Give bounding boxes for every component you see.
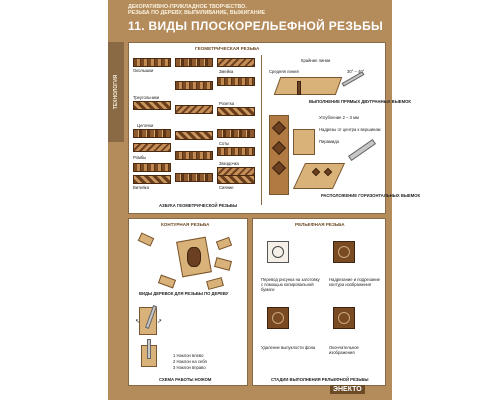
publisher-logo: ЭНЕКТО	[330, 385, 365, 394]
wood-board	[273, 77, 343, 95]
pattern-strip	[175, 105, 213, 114]
pattern-strip	[175, 81, 213, 90]
relief-title: РЕЛЬЕФНАЯ РЕЗЬБА	[295, 222, 345, 227]
pattern-strip	[217, 147, 255, 156]
label-viteyka: Витейка	[133, 185, 149, 190]
wood-blank	[206, 277, 224, 290]
relief-step-1: Перевод рисунка на заготовку с помощью к…	[261, 277, 320, 292]
tilt-2: 2 Наклон на себя	[173, 359, 207, 364]
label-angle: 30° – 40°	[347, 69, 365, 74]
label-soty: Соты	[219, 141, 230, 146]
label-rozetka: Розетка	[219, 101, 235, 106]
divider	[261, 55, 262, 205]
tilt-1: 1 Наклон влево	[173, 353, 204, 358]
subtitle-2: РЕЗЬБА ПО ДЕРЕВУ, ВЫПИЛИВАНИЕ, ВЫЖИГАНИЕ	[128, 10, 266, 16]
contour-panel: КОНТУРНАЯ РЕЗЬБА ВИДЫ ДЕРЕВОК ДЛЯ РЕЗЬБЫ…	[128, 218, 248, 386]
geometric-caption: АЗБУКА ГЕОМЕТРИЧЕСКОЙ РЕЗЬБЫ	[159, 203, 238, 208]
relief-stage-4	[333, 307, 355, 329]
relief-stage-2	[333, 241, 355, 263]
pattern-strip	[133, 101, 171, 110]
relief-caption: СТАДИИ ВЫПОЛНЕНИЯ РЕЛЬЕФНОЙ РЕЗЬБЫ	[271, 377, 369, 382]
pattern-strip	[175, 58, 213, 67]
wood-blank	[215, 236, 233, 251]
label-pyramid: Пирамида	[319, 139, 339, 144]
relief-step-3: Удаление выпуклости фона	[261, 345, 316, 350]
label-rhombs: Ромбы	[133, 155, 147, 160]
arrow-right-icon: ↗	[157, 319, 163, 325]
label-triangles: Треугольники	[133, 95, 160, 100]
label-okolyshki: Околышки	[133, 68, 154, 73]
geometric-panel: ГЕОМЕТРИЧЕСКАЯ РЕЗЬБА Околышки Треугольн…	[128, 42, 420, 214]
groove	[297, 81, 301, 95]
label-zvezdochka: Звездочка	[219, 161, 239, 166]
relief-step-2: Надрезание и подрезание контура изображе…	[329, 277, 381, 287]
pattern-strip	[217, 175, 255, 184]
wood-blank	[213, 257, 233, 271]
contour-title: КОНТУРНАЯ РЕЗЬБА	[161, 222, 210, 227]
pattern-strip	[175, 131, 213, 140]
pattern-strip	[175, 173, 213, 182]
pattern-strip	[133, 143, 171, 152]
knife-handle	[347, 138, 377, 162]
side-tab-label: ТЕХНОЛОГИЯ	[113, 74, 119, 110]
wood-block	[293, 129, 315, 155]
pattern-strip	[217, 77, 255, 86]
label-zmeyka: Змейка	[219, 69, 234, 74]
poster: ТЕХНОЛОГИЯ ДЕКОРАТИВНО-ПРИКЛАДНОЕ ТВОРЧЕ…	[108, 0, 420, 400]
pattern-strip	[133, 175, 171, 184]
relief-panel: РЕЛЬЕФНАЯ РЕЗЬБА Перевод рисунка на заго…	[252, 218, 386, 386]
page-title: 11. ВИДЫ ПЛОСКОРЕЛЬЕФНОЙ РЕЗЬБЫ	[128, 19, 384, 33]
label-edge-lines: Крайние линии	[301, 58, 331, 63]
caption-horizontal: РАСПОЛОЖЕНИЕ ГОРИЗОНТАЛЬНЫХ ВЫЕМОК	[321, 193, 421, 198]
label-siyanie: Сияние	[219, 185, 234, 190]
pattern-strip	[133, 58, 171, 67]
geometric-title: ГЕОМЕТРИЧЕСКАЯ РЕЗЬБА	[195, 46, 260, 51]
caption-knife: СХЕМА РАБОТЫ НОЖОМ	[159, 377, 212, 382]
knife-handle	[147, 339, 151, 359]
subtitle-1: ДЕКОРАТИВНО-ПРИКЛАДНОЕ ТВОРЧЕСТВО.	[128, 4, 247, 10]
pattern-strip	[133, 163, 171, 172]
label-middle-line: Средняя линия	[269, 69, 299, 74]
relief-stage-1	[267, 241, 289, 263]
caption-straight: ВЫПОЛНЕНИЕ ПРЯМЫХ ДВУГРАННЫХ ВЫЕМОК	[309, 99, 411, 104]
carved-ornament	[187, 247, 201, 267]
header: ДЕКОРАТИВНО-ПРИКЛАДНОЕ ТВОРЧЕСТВО. РЕЗЬБ…	[128, 4, 388, 33]
relief-step-4: Окончательное изображения	[329, 345, 359, 355]
pattern-strip	[217, 129, 255, 138]
wood-board	[292, 163, 346, 189]
label-chains: Цепочки	[137, 123, 154, 128]
relief-stage-3	[267, 307, 289, 329]
caption-blanks: ВИДЫ ДЕРЕВОК ДЛЯ РЕЗЬБЫ ПО ДЕРЕВУ	[139, 291, 229, 296]
pattern-strip	[133, 129, 171, 138]
pattern-strip	[175, 151, 213, 160]
wood-blank	[137, 232, 155, 247]
label-depth: Углубление 2 – 3 мм	[319, 115, 359, 120]
tilt-3: 3 Наклон вправо	[173, 365, 206, 370]
arrow-left-icon: ↖	[135, 319, 141, 325]
wood-blank	[157, 274, 177, 289]
pattern-strip	[217, 58, 255, 67]
pattern-strip	[217, 107, 255, 116]
side-tab: ТЕХНОЛОГИЯ	[108, 42, 124, 142]
label-cuts: Надрезы от центра к вершинам	[319, 127, 381, 132]
